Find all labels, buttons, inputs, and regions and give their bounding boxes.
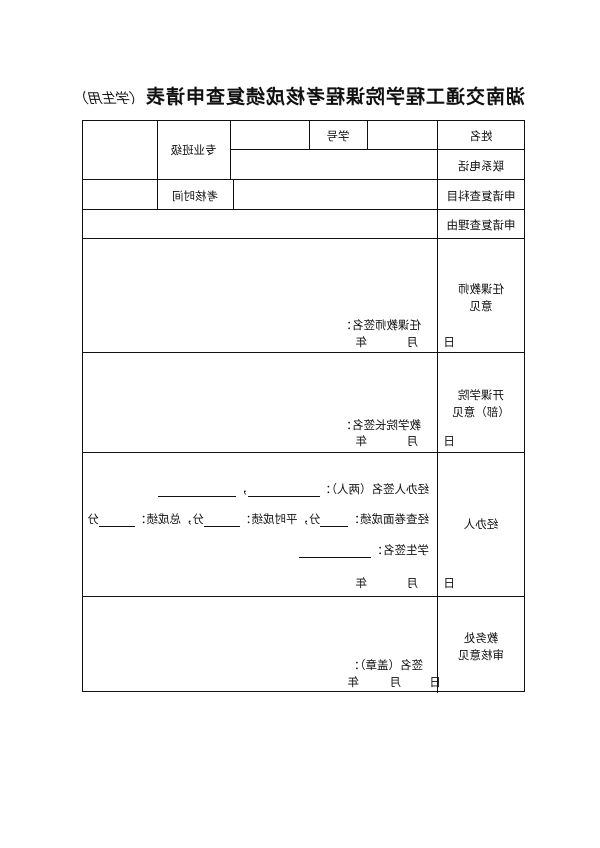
handler-date-year: 年	[355, 576, 368, 590]
office-opinion-area[interactable]: 签名（盖章）： 年 月 日	[81, 597, 441, 693]
handler-sign-separator: ，	[236, 482, 248, 496]
application-table: 姓名 学号 专业班级 联系电话 申请复查科目 考核时间	[81, 120, 525, 693]
college-label: 开课学院 （部）意见	[438, 387, 524, 421]
college-date-day: 日	[443, 434, 456, 448]
college-date-month: 月	[406, 434, 419, 448]
teacher-label: 任课教师 意见	[438, 281, 524, 315]
score-row: 经查卷面成绩： 分，平时成绩： 分，总成绩： 分	[87, 511, 430, 527]
major-class-label-cell: 专业班级	[158, 121, 231, 179]
handler-area: 经办人签名（两人）：， 经查卷面成绩：分，平时成绩：分，总成绩：分 学生签名： …	[81, 453, 455, 596]
exam-time-value[interactable]	[81, 180, 158, 209]
college-label-line1: 开课学院	[458, 388, 504, 402]
teacher-date-year: 年	[355, 335, 368, 349]
college-date-year: 年	[355, 434, 368, 448]
handler-sign-row: 经办人签名（两人）： ，	[158, 481, 429, 497]
college-label-line2: （部）意见	[452, 405, 510, 419]
teacher-label-line1: 任课教师	[458, 282, 504, 296]
name-value[interactable]	[368, 121, 438, 149]
student-sign-label: 学生签名：	[371, 543, 430, 557]
row-teacher: 任课教师 意见 任课教师签名： 年 月 日	[81, 238, 524, 352]
student-id-value[interactable]	[231, 121, 310, 149]
handler-sign-line-1[interactable]	[247, 496, 320, 497]
row-college: 开课学院 （部）意见 教学院长签名： 年 月 日	[81, 352, 524, 452]
exam-time-label-cell: 考核时间	[158, 180, 234, 209]
row-handler: 经办人 经办人签名（两人）： ， 经查卷面成绩： 分，平时成绩： 分，总成绩： 分 学生…	[81, 452, 524, 596]
college-signature: 教学院长签名：	[340, 418, 422, 432]
major-class-value[interactable]	[81, 121, 158, 179]
teacher-opinion-area[interactable]: 任课教师签名： 年 月 日	[81, 239, 455, 352]
phone-label: 联系电话	[458, 159, 504, 173]
title-text: 湖南交通工程学院课程考核成绩复查申请表	[145, 86, 526, 108]
college-opinion-area[interactable]: 教学院长签名： 年 月 日	[81, 353, 455, 452]
score-label-unit: 分	[87, 512, 100, 526]
row-reason: 申请复查理由	[81, 209, 524, 238]
row-phone: 联系电话	[231, 149, 524, 179]
phone-value[interactable]	[231, 150, 438, 179]
office-signature: 签名（盖章）：	[348, 658, 423, 672]
teacher-date-month: 月	[406, 335, 419, 349]
handler-label: 经办人	[463, 517, 499, 531]
exam-time-label: 考核时间	[172, 189, 218, 203]
score-label-exam: 经查卷面成绩：	[348, 512, 430, 526]
score-label-regular: 分，平时成绩：	[240, 512, 321, 526]
student-sign-row: 学生签名：	[299, 542, 430, 558]
office-date-day: 日	[429, 675, 442, 689]
exam-score-line[interactable]	[320, 526, 349, 527]
teacher-signature: 任课教师签名：	[340, 318, 422, 332]
office-label: 教务处 审核意见	[438, 630, 524, 664]
course-value[interactable]	[234, 180, 438, 209]
office-date-month: 月	[389, 675, 402, 689]
office-label-line1: 教务处	[463, 631, 499, 645]
total-score-line[interactable]	[99, 526, 135, 527]
major-class-label: 专业班级	[170, 143, 217, 157]
course-label: 申请复查科目	[446, 189, 516, 203]
student-id-label-cell: 学号	[310, 121, 368, 149]
teacher-label-line2: 意见	[469, 299, 493, 313]
reason-value[interactable]	[81, 210, 438, 238]
reason-label: 申请复查理由	[446, 218, 516, 232]
handler-date-month: 月	[406, 576, 419, 590]
office-date-year: 年	[347, 675, 360, 689]
office-label-line2: 审核意见	[458, 648, 504, 662]
title-subtitle: （学生用）	[75, 91, 145, 107]
row-office: 教务处 审核意见 签名（盖章）： 年 月 日	[81, 596, 524, 693]
handler-sign-label: 经办人签名（两人）：	[319, 482, 429, 496]
form-title: 湖南交通工程学院课程考核成绩复查申请表（学生用）	[0, 82, 600, 109]
teacher-date-day: 日	[443, 335, 456, 349]
row-course: 申请复查科目 考核时间	[81, 179, 524, 209]
name-label: 姓名	[469, 129, 493, 143]
student-id-label: 学号	[326, 129, 350, 143]
score-label-total: 分，总成绩：	[135, 512, 204, 526]
handler-sign-line-2[interactable]	[158, 496, 237, 497]
regular-score-line[interactable]	[204, 526, 240, 527]
handler-date-day: 日	[443, 576, 456, 590]
student-sign-line[interactable]	[299, 557, 372, 558]
